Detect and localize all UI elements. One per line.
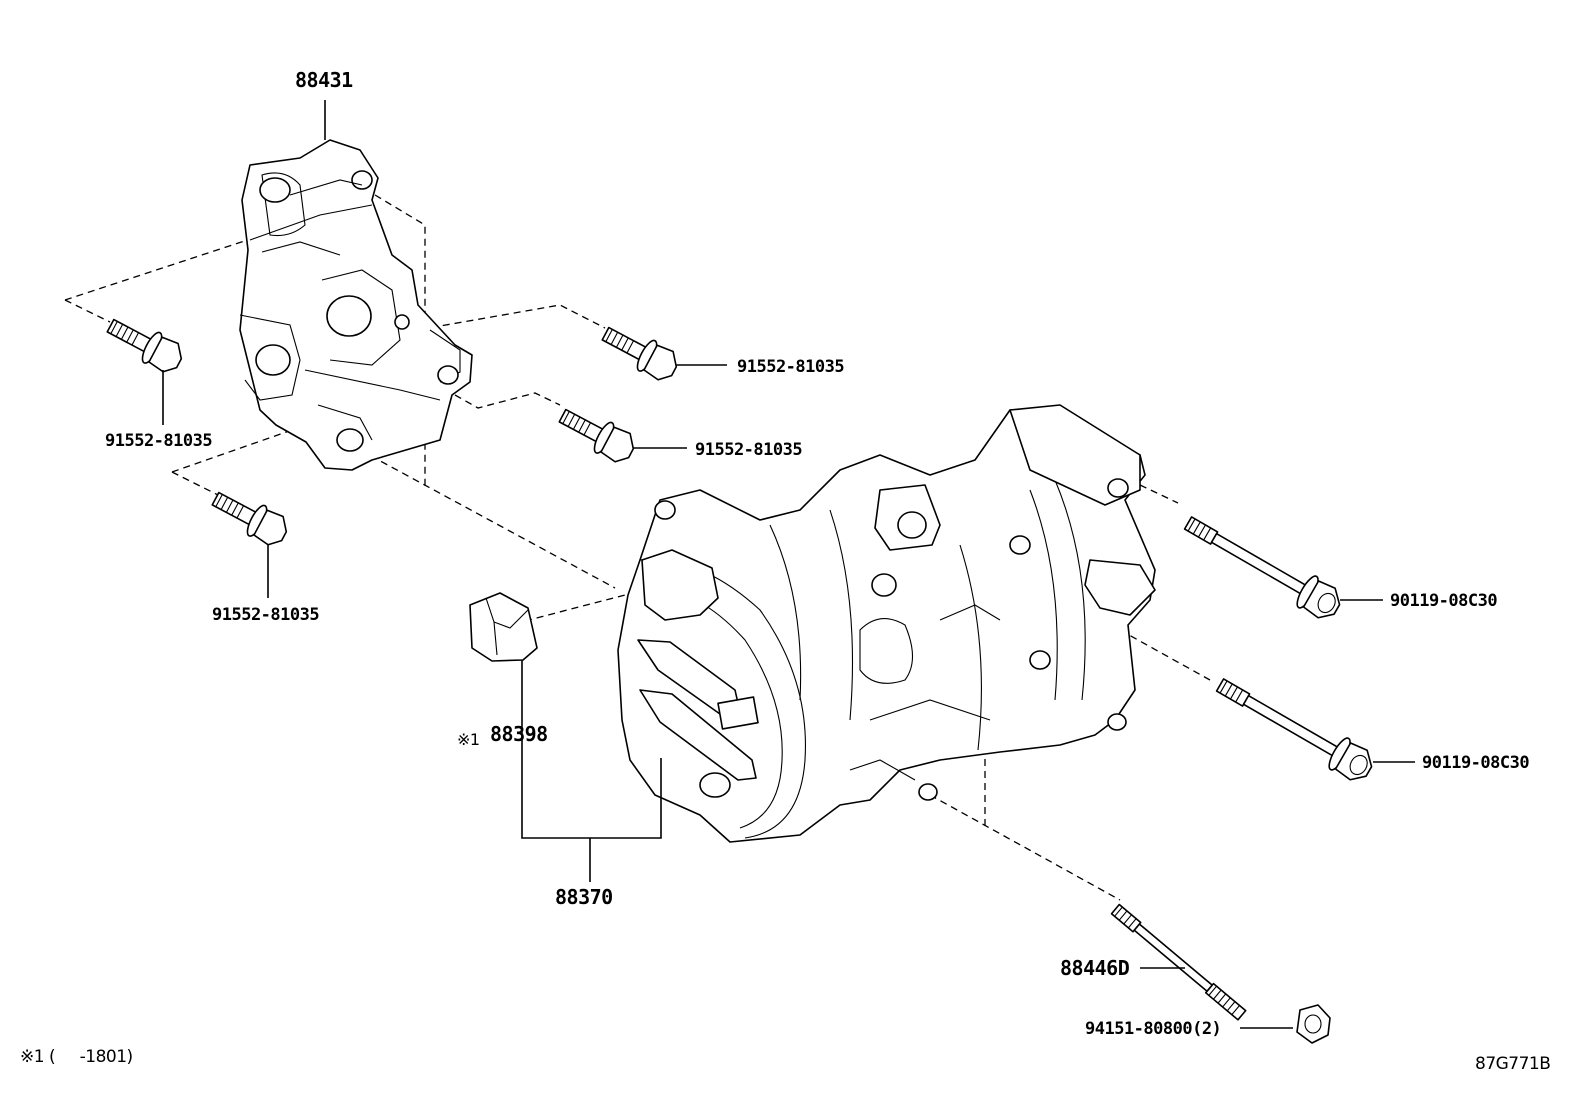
- long-bolt-bottom: [1215, 678, 1373, 781]
- connector-cover: [469, 592, 538, 662]
- label-bolt-left-bottom: 91552-81035: [212, 605, 320, 625]
- label-compressor: 88370: [555, 885, 613, 909]
- nut: [1296, 1004, 1331, 1044]
- diagram-code: 87G771B: [1475, 1054, 1551, 1074]
- label-bolt-left-top: 91552-81035: [105, 431, 213, 451]
- compressor-bracket: [239, 139, 473, 471]
- label-nut: 94151-80800(2): [1085, 1019, 1222, 1039]
- label-bracket: 88431: [295, 68, 353, 92]
- footnote: ※1 ( -1801): [20, 1047, 133, 1067]
- stud-bolt: [1110, 903, 1247, 1021]
- label-stud: 88446D: [1060, 956, 1130, 980]
- label-bolt-right-mid: 91552-81035: [695, 440, 803, 460]
- label-connector-prefix: ※1: [457, 730, 480, 749]
- label-connector: 88398: [490, 722, 548, 746]
- leader-lines: [162, 100, 1415, 1029]
- bolt-left-top: [106, 318, 183, 373]
- bolt-right-top: [601, 326, 678, 381]
- label-bolt-right-top: 91552-81035: [737, 357, 845, 377]
- ac-compressor: [617, 404, 1156, 843]
- bolt-right-mid: [558, 408, 635, 463]
- label-long-bolt-top: 90119-08C30: [1390, 591, 1498, 611]
- bolt-left-bottom: [211, 491, 288, 546]
- label-long-bolt-bottom: 90119-08C30: [1422, 753, 1530, 773]
- long-bolt-top: [1183, 516, 1341, 619]
